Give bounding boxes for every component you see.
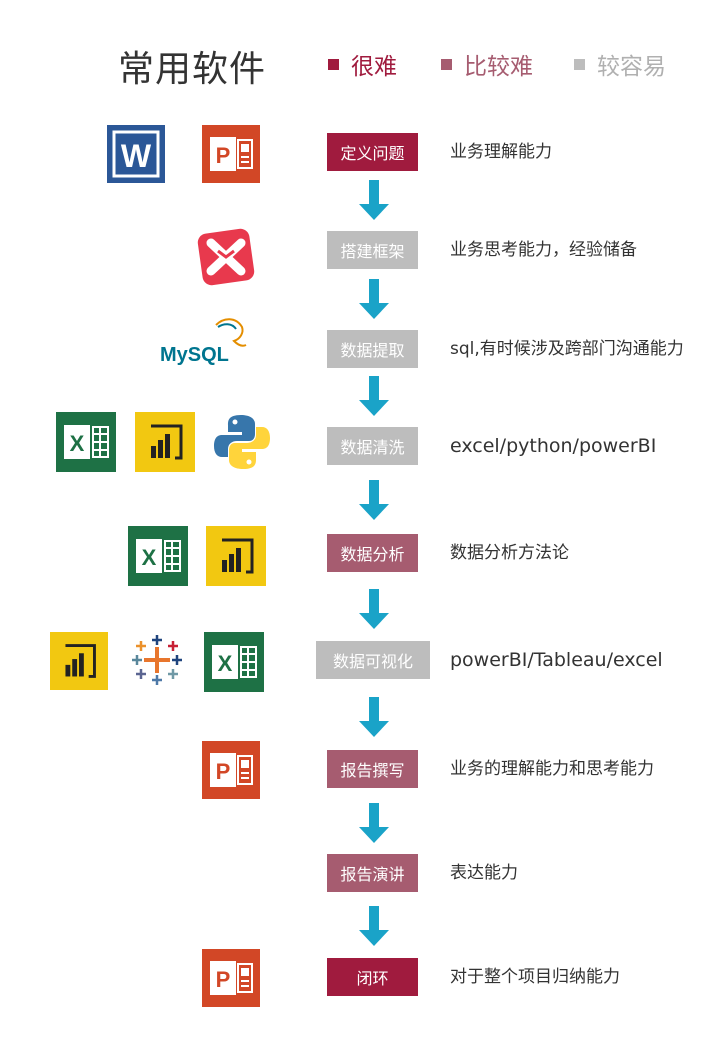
legend-item-hard: 比较难 (441, 47, 533, 81)
excel-icon-letter: X (142, 545, 157, 570)
down-arrow-icon (359, 376, 389, 416)
word-icon-letter: W (121, 138, 152, 174)
mysql-logo: MySQL (160, 318, 247, 366)
legend-label: 很难 (351, 54, 397, 80)
step-description: excel/python/powerBI (450, 435, 657, 457)
step-description: 业务理解能力 (450, 142, 552, 162)
down-arrow-icon (359, 279, 389, 319)
powerbi-icon (135, 412, 195, 472)
mysql-logo-text: MySQL (160, 344, 229, 366)
step-report-presentation: 报告演讲 (327, 854, 418, 892)
step-data-analysis: 数据分析 (327, 534, 418, 572)
down-arrow-icon (359, 589, 389, 629)
step-description: 表达能力 (450, 863, 518, 883)
legend-swatch (328, 58, 339, 70)
step-description: 数据分析方法论 (450, 543, 569, 563)
step-description: sql,有时候涉及跨部门沟通能力 (450, 339, 684, 359)
legend-label: 较容易 (597, 54, 666, 80)
down-arrow-icon (359, 480, 389, 520)
legend-swatch (574, 58, 585, 70)
legend-item-very-hard: 很难 (328, 47, 397, 81)
tableau-icon (132, 635, 182, 685)
powerpoint-icon-letter: P (216, 759, 231, 784)
step-report-writing: 报告撰写 (327, 750, 418, 788)
down-arrow-icon (359, 803, 389, 843)
python-icon (214, 415, 270, 469)
excel-icon-letter: X (70, 431, 85, 456)
legend-label: 比较难 (464, 54, 533, 80)
powerpoint-icon: P (202, 125, 260, 183)
excel-icon-letter: X (218, 651, 233, 676)
step-description: powerBI/Tableau/excel (450, 649, 663, 671)
step-data-visualization: 数据可视化 (316, 641, 430, 679)
down-arrow-icon (359, 180, 389, 220)
powerpoint-icon: P (202, 741, 260, 799)
step-description: 对于整个项目归纳能力 (450, 967, 620, 987)
powerbi-icon (206, 526, 266, 586)
powerbi-icon (50, 632, 108, 690)
excel-icon: X (128, 526, 188, 586)
excel-icon: X (56, 412, 116, 472)
step-closed-loop: 闭环 (327, 958, 418, 996)
step-build-framework: 搭建框架 (327, 231, 418, 269)
powerpoint-icon-letter: P (216, 143, 231, 168)
excel-icon: X (204, 632, 264, 692)
powerpoint-icon: P (202, 949, 260, 1007)
xmind-icon (197, 228, 255, 286)
legend-item-easy: 较容易 (574, 47, 666, 81)
step-data-cleaning: 数据清洗 (327, 427, 418, 465)
word-icon: W (107, 125, 165, 183)
page-title: 常用软件 (118, 49, 267, 90)
powerpoint-icon-letter: P (216, 967, 231, 992)
step-description: 业务思考能力，经验储备 (450, 240, 637, 260)
step-data-extraction: 数据提取 (327, 330, 418, 368)
legend-swatch (441, 58, 452, 70)
step-define-problem: 定义问题 (327, 133, 418, 171)
down-arrow-icon (359, 697, 389, 737)
step-description: 业务的理解能力和思考能力 (450, 759, 654, 779)
down-arrow-icon (359, 906, 389, 946)
